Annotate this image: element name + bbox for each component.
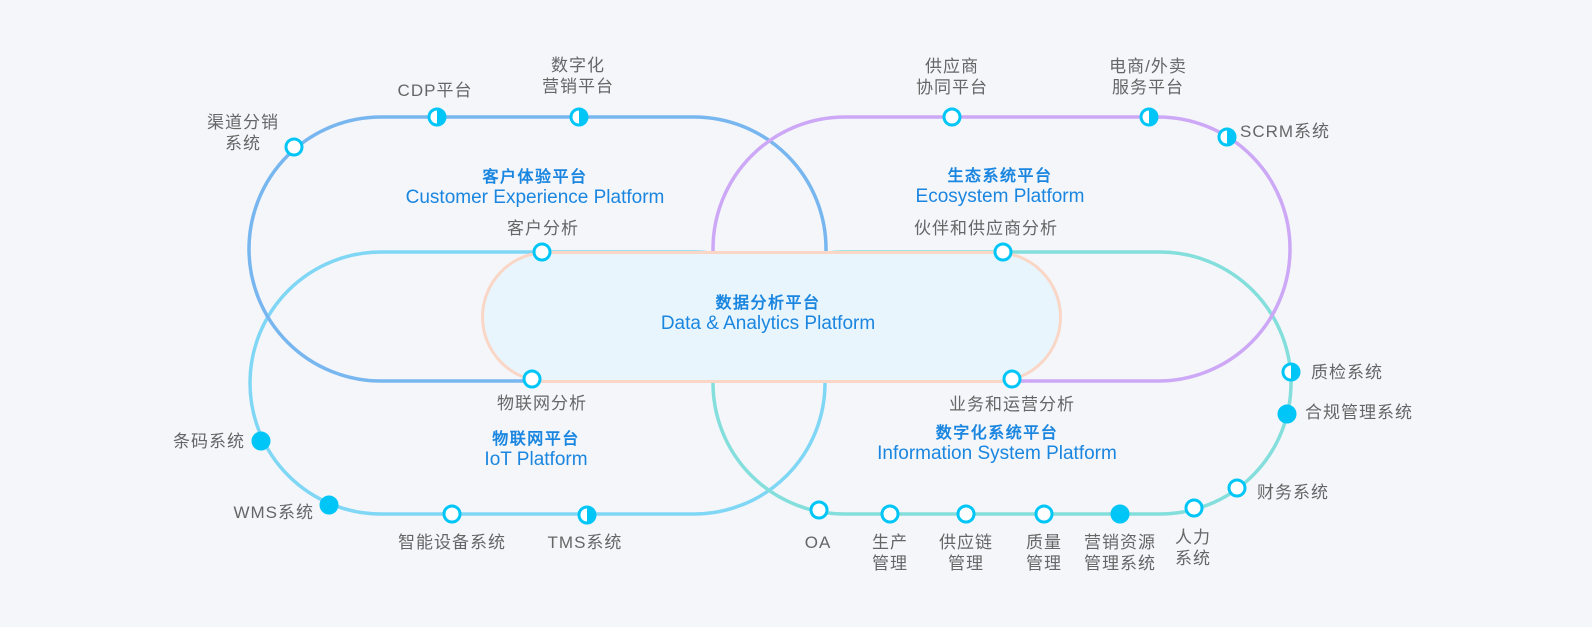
node-finance-system	[1227, 478, 1247, 498]
node-ring	[319, 495, 339, 515]
label-cdp-platform: CDP平台	[397, 81, 473, 100]
title-cn: 物联网平台	[492, 429, 580, 448]
data-analytics-platform-outline	[481, 251, 1062, 383]
iot-platform-title: 物联网平台 IoT Platform	[336, 429, 736, 471]
label-supply-chain-management: 供应链 管理	[939, 533, 993, 573]
node-wms-system	[319, 495, 339, 515]
label-ecommerce-delivery-platform: 电商/外卖 服务平台	[1109, 57, 1187, 97]
information-system-platform-title: 数字化系统平台 Information System Platform	[797, 423, 1197, 465]
node-ring	[522, 369, 542, 389]
title-en: Ecosystem Platform	[915, 186, 1085, 207]
node-ring	[251, 431, 271, 451]
node-marketing-resource-management-system	[1110, 504, 1130, 524]
node-ecommerce-delivery-platform	[1139, 107, 1159, 127]
node-business-operations-analysis	[1002, 369, 1022, 389]
node-barcode-system	[251, 431, 271, 451]
label-channel-distribution-system: 渠道分销 系统	[207, 113, 279, 153]
node-hr-system	[1184, 498, 1204, 518]
label-marketing-resource-management-system: 营销资源 管理系统	[1084, 533, 1156, 573]
node-ring	[956, 504, 976, 524]
label-quality-inspection-system: 质检系统	[1311, 363, 1383, 382]
ecosystem-platform-track	[711, 115, 1292, 383]
node-half-fill	[1227, 129, 1235, 145]
label-oa: OA	[804, 533, 832, 552]
label-compliance-management-system: 合规管理系统	[1305, 403, 1413, 422]
node-half-fill	[1149, 109, 1157, 125]
title-en: Data & Analytics Platform	[660, 313, 876, 334]
label-digital-marketing-platform: 数字化 营销平台	[542, 56, 614, 96]
node-quality-management	[1034, 504, 1054, 524]
data-analytics-platform-area	[482, 252, 1061, 382]
node-customer-analysis	[532, 242, 552, 262]
node-channel-distribution-system	[284, 137, 304, 157]
node-supply-chain-management	[956, 504, 976, 524]
node-smart-device-system	[442, 504, 462, 524]
node-partner-supplier-analysis	[993, 242, 1013, 262]
node-production-management	[880, 504, 900, 524]
title-cn: 客户体验平台	[482, 167, 588, 186]
title-cn: 生态系统平台	[947, 166, 1053, 185]
node-ring	[532, 242, 552, 262]
title-en: IoT Platform	[484, 449, 588, 470]
node-ring	[942, 107, 962, 127]
node-ring	[1110, 504, 1130, 524]
label-hr-system: 人力 系统	[1175, 528, 1211, 568]
title-en: Customer Experience Platform	[405, 187, 665, 208]
customer-experience-platform-title: 客户体验平台 Customer Experience Platform	[335, 167, 735, 209]
node-half-fill	[579, 109, 587, 125]
node-cdp-platform	[427, 107, 447, 127]
label-tms-system: TMS系统	[547, 533, 623, 552]
node-ring	[442, 504, 462, 524]
node-ring	[1277, 404, 1297, 424]
title-cn: 数字化系统平台	[935, 423, 1059, 442]
node-ring	[1184, 498, 1204, 518]
node-quality-inspection-system	[1281, 362, 1301, 382]
node-ring	[1002, 369, 1022, 389]
label-scrm-system: SCRM系统	[1240, 122, 1331, 141]
node-ring	[1227, 478, 1247, 498]
node-ring	[993, 242, 1013, 262]
ecosystem-platform-title: 生态系统平台 Ecosystem Platform	[800, 166, 1200, 208]
node-iot-analysis	[522, 369, 542, 389]
label-production-management: 生产 管理	[872, 533, 908, 573]
label-finance-system: 财务系统	[1257, 483, 1329, 502]
node-ring	[284, 137, 304, 157]
label-customer-analysis: 客户分析	[507, 219, 579, 238]
label-partner-supplier-analysis: 伙伴和供应商分析	[914, 219, 1058, 238]
node-scrm-system	[1217, 127, 1237, 147]
node-supplier-collaboration-platform	[942, 107, 962, 127]
label-barcode-system: 条码系统	[173, 432, 245, 451]
node-ring	[809, 500, 829, 520]
label-quality-management: 质量 管理	[1026, 533, 1062, 573]
node-digital-marketing-platform	[569, 107, 589, 127]
node-oa	[809, 500, 829, 520]
node-ring	[880, 504, 900, 524]
node-tms-system	[577, 505, 597, 525]
data-analytics-platform-title: 数据分析平台 Data & Analytics Platform	[568, 293, 968, 335]
node-half-fill	[587, 507, 595, 523]
title-cn: 数据分析平台	[715, 293, 821, 312]
label-wms-system: WMS系统	[233, 503, 314, 522]
node-half-fill	[437, 109, 445, 125]
node-compliance-management-system	[1277, 404, 1297, 424]
title-en: Information System Platform	[877, 443, 1117, 464]
node-ring	[1034, 504, 1054, 524]
label-smart-device-system: 智能设备系统	[398, 533, 506, 552]
label-iot-analysis: 物联网分析	[497, 394, 587, 413]
label-business-operations-analysis: 业务和运营分析	[949, 395, 1075, 414]
node-half-fill	[1291, 364, 1299, 380]
label-supplier-collaboration-platform: 供应商 协同平台	[916, 57, 988, 97]
